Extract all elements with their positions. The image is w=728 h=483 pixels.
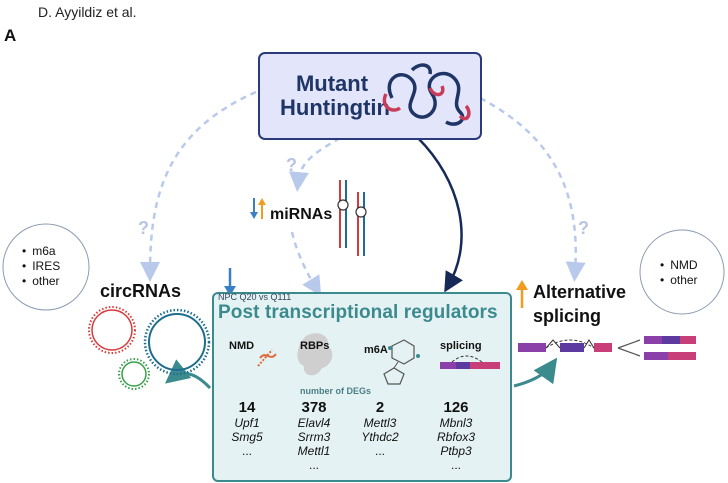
count-nmd: 14 [238, 399, 256, 416]
gene-mettl1: Mettl1 [297, 444, 331, 458]
circrna-down-arrow [224, 268, 236, 296]
right-bubble-list: NMD other [658, 258, 698, 288]
solid-arrow-to-ptr [417, 137, 463, 293]
mirna-hairpin-icon [337, 180, 367, 256]
mirna-updown-arrows [250, 198, 266, 219]
left-bubble-item: other [32, 274, 60, 289]
mirnas-label: miRNAs [270, 206, 333, 223]
more-splicing: ... [450, 458, 461, 472]
protein-icon [382, 63, 471, 126]
panel-label: A [4, 26, 17, 45]
m6a-icon [383, 339, 420, 385]
more-m6a: ... [374, 444, 385, 458]
category-rbps: RBPs [300, 340, 330, 352]
category-splicing: splicing [440, 340, 482, 352]
right-bubble-item: NMD [670, 258, 698, 273]
column-rbps: 378 Elavl4 Srrm3 Mettl1 ... [274, 399, 354, 472]
gene-upf1: Upf1 [234, 416, 260, 430]
gene-ythdc2: Ythdc2 [361, 430, 399, 444]
splicing-icon [440, 355, 500, 369]
nmd-icon [257, 349, 277, 367]
gene-mettl3: Mettl3 [363, 416, 397, 430]
question-mark-mirna: ? [286, 155, 297, 175]
gene-rbfox3: Rbfox3 [436, 430, 476, 444]
circrna-graphic [88, 306, 211, 390]
author-line: D. Ayyildiz et al. [38, 4, 137, 20]
right-bubble-item: other [670, 273, 697, 288]
category-nmd: NMD [229, 340, 255, 352]
dashed-arrow-to-mirnas [288, 136, 341, 192]
mutant-huntingtin-box: Mutant Huntingtin [258, 52, 482, 140]
alternative-splicing-line2: splicing [533, 306, 602, 326]
dashed-arrow-mirnas-to-ptr [290, 231, 322, 297]
left-bubble-item: m6a [32, 244, 60, 259]
alt-splicing-graphic [518, 336, 696, 360]
question-mark-right: ? [578, 218, 589, 238]
column-splicing: 126 Mbnl3 Rbfox3 Ptbp3 ... [416, 399, 496, 472]
number-of-degs-label: number of DEGs [300, 386, 372, 396]
gene-smg5: Smg5 [231, 430, 263, 444]
category-m6a: m6A [364, 344, 388, 356]
teal-arrow-to-circrnas [164, 359, 212, 390]
gene-srrm3: Srrm3 [297, 430, 331, 444]
column-nmd: 14 Upf1 Smg5 ... [207, 399, 287, 458]
dashed-arrow-to-splicing [479, 96, 586, 282]
column-m6a: 2 Mettl3 Ythdc2 ... [340, 399, 420, 458]
gene-mbnl3: Mbnl3 [439, 416, 473, 430]
gene-elavl4: Elavl4 [297, 416, 331, 430]
gene-ptbp3: Ptbp3 [440, 444, 472, 458]
question-mark-left: ? [138, 218, 149, 238]
splicing-up-arrow [516, 280, 528, 308]
circrnas-label: circRNAs [100, 281, 182, 301]
ptr-title: Post transcriptional regulators [218, 302, 498, 323]
left-bubble-list: m6a IRES other [20, 244, 60, 289]
npc-comparison-label: NPC Q20 vs Q111 [218, 292, 292, 302]
teal-arrow-to-splicing [513, 357, 558, 388]
rbp-icon [297, 333, 333, 376]
category-icons-layer [257, 333, 500, 385]
alternative-splicing-line1: Alternative [533, 282, 627, 302]
count-rbps: 378 [301, 399, 327, 416]
more-rbps: ... [308, 458, 319, 472]
left-bubble-item: IRES [32, 259, 60, 274]
dashed-arrow-to-circrnas [140, 90, 257, 282]
count-m6a: 2 [375, 399, 385, 416]
mutant-huntingtin-title: Mutant Huntingtin [280, 71, 390, 120]
count-splicing: 126 [443, 399, 469, 416]
ptr-box [212, 292, 512, 482]
alternative-splicing-label: Alternative splicing [533, 280, 626, 328]
more-nmd: ... [241, 444, 252, 458]
